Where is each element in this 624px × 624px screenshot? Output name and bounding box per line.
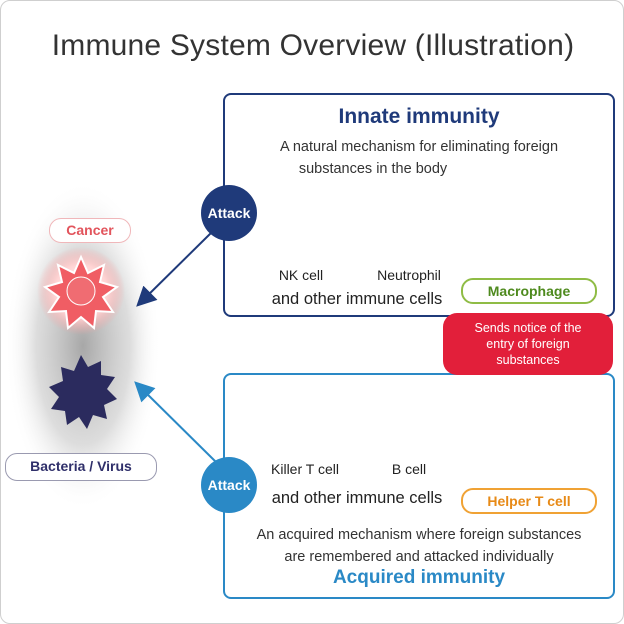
acquired-immunity-panel xyxy=(223,373,615,599)
page-title: Immune System Overview (Illustration) xyxy=(51,29,575,62)
acquired-description-line2: are remembered and attacked individually xyxy=(284,549,554,565)
killer-t-cell-label: Killer T cell xyxy=(271,461,339,477)
innate-heading: Innate immunity xyxy=(338,105,500,128)
helper-t-cell-label: Helper T cell xyxy=(461,488,597,514)
innate-attack-badge: Attack xyxy=(201,185,257,241)
acquired-attack-badge: Attack xyxy=(201,457,257,513)
notice-line3: substances xyxy=(496,353,560,367)
acquired-arrow xyxy=(134,381,218,464)
notice-bubble: Sends notice of the entry of foreign sub… xyxy=(443,313,613,375)
cancer-icon xyxy=(37,247,125,335)
notice-line1: Sends notice of the xyxy=(474,321,582,335)
acquired-description-line1: An acquired mechanism where foreign subs… xyxy=(256,527,582,543)
innate-description-line1: A natural mechanism for eliminating fore… xyxy=(279,139,559,155)
acquired-heading: Acquired immunity xyxy=(332,567,506,588)
innate-arrow xyxy=(136,230,214,307)
innate-description-line2: substances in the body xyxy=(298,161,448,177)
bacteria-virus-label: Bacteria / Virus xyxy=(5,453,157,481)
notice-line2: entry of foreign xyxy=(486,337,570,351)
bacteria-icon xyxy=(49,355,117,429)
cancer-label: Cancer xyxy=(49,218,131,243)
innate-other-cells: and other immune cells xyxy=(271,290,443,308)
nk-cell-label: NK cell xyxy=(278,267,324,283)
acquired-other-cells: and other immune cells xyxy=(271,489,443,507)
neutrophil-label: Neutrophil xyxy=(377,267,441,283)
b-cell-label: B cell xyxy=(391,461,427,477)
macrophage-label: Macrophage xyxy=(461,278,597,304)
target-glow xyxy=(5,181,161,511)
